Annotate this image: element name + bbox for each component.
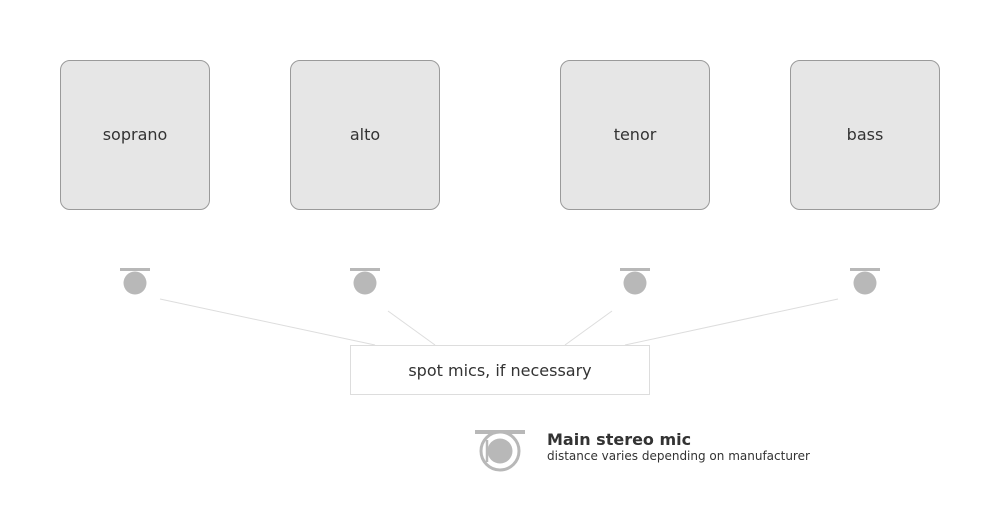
section-label-tenor: tenor: [613, 124, 657, 144]
connector-line-soprano: [159, 298, 376, 346]
section-label-bass: bass: [846, 124, 884, 144]
section-label-soprano: soprano: [102, 124, 168, 144]
legend-subtitle: distance varies depending on manufacture…: [547, 449, 810, 463]
section-label-alto: alto: [349, 124, 381, 144]
section-box-tenor: tenor: [560, 60, 710, 210]
spot-mic-icon: [120, 268, 150, 295]
spot-mic-icon: [350, 268, 380, 295]
section-box-soprano: soprano: [60, 60, 210, 210]
legend-title: Main stereo mic: [547, 430, 692, 449]
spot-mics-label: spot mics, if necessary: [408, 360, 592, 380]
connector-line-alto: [387, 310, 436, 346]
section-box-alto: alto: [290, 60, 440, 210]
stereo-mic-icon: [475, 430, 525, 472]
connector-lines: [159, 298, 839, 346]
connector-line-bass: [624, 298, 839, 346]
connector-line-tenor: [564, 310, 613, 346]
spot-mic-icon: [850, 268, 880, 295]
section-box-bass: bass: [790, 60, 940, 210]
spot-mics-label-box: spot mics, if necessary: [350, 345, 650, 395]
spot-mic-icon: [620, 268, 650, 295]
